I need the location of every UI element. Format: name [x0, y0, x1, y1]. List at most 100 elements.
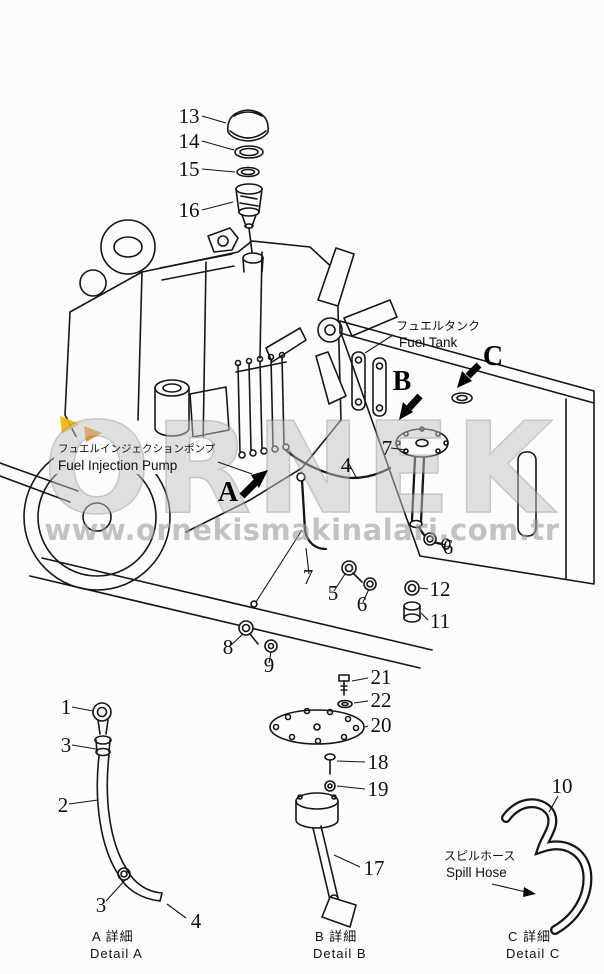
- washer-part-6b: [423, 532, 437, 546]
- leader-12: [418, 587, 429, 590]
- fan-blade-up: [317, 247, 355, 307]
- leader-4b: [166, 903, 187, 919]
- flange-bolt: [403, 431, 409, 437]
- view-a-arrow-shaft: [239, 479, 259, 499]
- callout-2: 2: [58, 793, 69, 817]
- callout-5: 5: [328, 581, 339, 605]
- spill-hose-label-jp: スピルホース: [444, 849, 515, 863]
- drain-fitting: [250, 600, 258, 608]
- flange-bolt: [395, 440, 401, 446]
- leader-11: [420, 612, 429, 621]
- filler-neck-flange: [235, 183, 263, 195]
- spill-hose-core: [503, 800, 591, 933]
- callout-11: 11: [430, 609, 450, 633]
- frame-rails: [0, 462, 433, 669]
- delivery-fitting: [260, 447, 268, 455]
- injector-top: [278, 351, 286, 359]
- gasket-part: [236, 166, 260, 178]
- air-cleaner: [100, 219, 156, 275]
- filler-cap-assembly: [227, 109, 269, 229]
- fan-hub-center: [324, 324, 336, 336]
- yellow-mark: [60, 416, 80, 434]
- plate-hole: [314, 737, 322, 745]
- leader-17: [333, 854, 361, 868]
- tank-top-edges: [339, 320, 595, 404]
- plate-hole: [344, 715, 352, 723]
- washer-22-inner: [341, 701, 349, 707]
- fuel-tank-label-en: Fuel Tank: [399, 335, 458, 350]
- flange-bolt: [443, 440, 449, 446]
- sender-17-body: [295, 800, 339, 829]
- filler-boss-sides: [242, 227, 264, 273]
- plate-hole: [288, 733, 296, 741]
- filler-neck-bottom: [238, 207, 260, 217]
- callout-8: 8: [223, 635, 234, 659]
- fuel-tank-label-jp: フュエルタンク: [396, 319, 480, 333]
- leader-1: [71, 706, 94, 712]
- delivery-fitting: [238, 451, 246, 459]
- injector-top: [267, 353, 275, 361]
- plate-hole: [272, 723, 280, 731]
- leader-6b: [433, 541, 447, 546]
- watermark-brand: ORNEK: [43, 395, 557, 542]
- fuel-tank: [339, 320, 595, 585]
- sender-flange-center: [415, 438, 429, 448]
- view-b-arrow-head: [399, 402, 413, 420]
- bolt-part-8-inner: [241, 623, 251, 633]
- sender-17-flange: [295, 792, 339, 810]
- detail-captions: A 詳細 Detail A B 詳細 Detail B C 詳細 Detail …: [90, 929, 560, 961]
- flange-bolt: [419, 426, 425, 432]
- strap-hole: [375, 404, 384, 412]
- detail-a-caption-jp: A 詳細: [92, 929, 134, 944]
- air-cleaner-inner: [113, 236, 143, 258]
- bolt-part-8-shaft: [249, 633, 259, 645]
- leader-5: [333, 573, 346, 592]
- engine-block-outline: [64, 240, 342, 533]
- spill-hose-arrow-line: [491, 883, 527, 893]
- spill-hose-label-en: Spill Hose: [446, 865, 507, 880]
- injection-pump: [154, 351, 290, 459]
- leader-7a: [390, 447, 407, 451]
- component-labels: フュエルタンク Fuel Tank フュエルインジェクションポンプ Fuel I…: [58, 319, 536, 897]
- plate-center-hole: [313, 723, 321, 731]
- grommet-part-12-inner: [407, 583, 417, 593]
- detail-c-caption-en: Detail C: [506, 946, 560, 961]
- pump-body-top: [154, 379, 190, 397]
- washer-part-6-inner: [366, 580, 374, 588]
- washer-part-6: [363, 577, 377, 591]
- detail-b-caption-en: Detail B: [313, 946, 367, 961]
- strap-right: [372, 357, 387, 417]
- strap-hole: [375, 362, 384, 370]
- governor-box: [189, 386, 230, 438]
- valve-cover-lines: [159, 253, 235, 281]
- bolt-21-head: [338, 674, 350, 682]
- view-letter-c: C: [483, 341, 503, 372]
- detail-a-caption-en: Detail A: [90, 946, 143, 961]
- watermark: ORNEK www.ornekismakinalari.com.tr: [43, 394, 560, 547]
- leader-2: [68, 799, 99, 805]
- banjo-eye: [92, 702, 112, 722]
- leader-6a: [362, 588, 370, 603]
- plate-hole: [340, 733, 348, 741]
- view-letter-a: A: [218, 477, 239, 508]
- injector-lines: [235, 356, 287, 453]
- injector-top: [256, 355, 264, 363]
- delivery-fitting: [249, 449, 257, 457]
- leader-20: [364, 725, 369, 728]
- injection-pump-label-jp: フュエルインジェクションポンプ: [58, 443, 216, 455]
- leader-3a: [71, 744, 97, 750]
- leader-13: [201, 115, 227, 124]
- pipe-end-fitting: [409, 519, 423, 529]
- leader-8: [230, 633, 244, 646]
- lifting-bracket-hole: [217, 235, 229, 247]
- bolt-part-5-inner: [344, 563, 354, 573]
- leader-14: [201, 140, 235, 151]
- bolt-part-8: [238, 620, 254, 636]
- callout-15: 15: [179, 157, 200, 181]
- banjo-fitting: [296, 472, 306, 482]
- leader-3b: [105, 878, 127, 902]
- tube-4-elbow: [117, 867, 163, 902]
- view-c-arrow-head: [457, 371, 472, 388]
- leader-9: [268, 651, 272, 664]
- sender-flange-screw: [297, 794, 303, 800]
